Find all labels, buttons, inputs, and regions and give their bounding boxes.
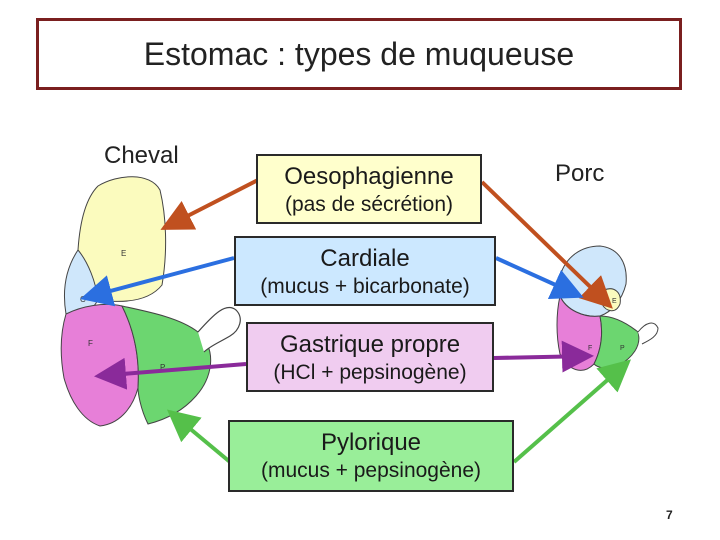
mucosa-detail: (mucus + bicarbonate): [260, 275, 470, 298]
horse-letter-f: F: [88, 339, 93, 348]
arrow-pylorique-porc: [512, 359, 632, 464]
title-box: Estomac : types de muqueuse: [36, 18, 682, 90]
horse-duodenum: [197, 306, 241, 353]
horse-letter-p: P: [160, 363, 165, 372]
horse-letter-e: E: [121, 249, 126, 258]
pig-letter-e: E: [612, 298, 617, 305]
arrow-cardiale-porc: [495, 256, 584, 300]
pig-duodenum: [637, 322, 659, 345]
box-gastrique-propre: Gastrique propre (HCl + pepsinogène): [246, 322, 494, 392]
box-pylorique: Pylorique (mucus + pepsinogène): [228, 420, 514, 492]
mucosa-detail: (mucus + pepsinogène): [260, 459, 482, 482]
label-cheval: Cheval: [104, 142, 179, 169]
mucosa-name: Pylorique: [320, 429, 422, 456]
box-oesophagienne: Oesophagienne (pas de sécrétion): [256, 154, 482, 224]
arrow-gastrique-porc: [493, 340, 594, 373]
page-title: Estomac : types de muqueuse: [143, 35, 575, 72]
label-porc: Porc: [555, 160, 605, 187]
horse-fundic-region: [60, 303, 139, 427]
mucosa-detail: (pas de sécrétion): [284, 193, 454, 216]
pig-pyloric-region: [593, 315, 640, 369]
mucosa-name: Cardiale: [320, 245, 410, 272]
box-cardiale: Cardiale (mucus + bicarbonate): [234, 236, 496, 306]
arrow-oesophagienne-porc: [480, 180, 613, 309]
pig-letter-p: P: [620, 345, 625, 352]
horse-oesophageal-region: [77, 176, 167, 302]
mucosa-name: Oesophagienne: [284, 163, 454, 190]
arrow-oesophagienne-cheval: [160, 178, 259, 230]
horse-stomach-illustration: E C F P: [60, 176, 241, 427]
pig-stomach-illustration: E F P: [556, 245, 659, 371]
slide-number: 7: [666, 508, 673, 522]
arrow-cardiale-cheval: [80, 256, 235, 307]
arrow-pylorique-cheval: [166, 409, 232, 464]
arrow-gastrique-cheval: [94, 357, 247, 390]
pig-letter-f: F: [588, 345, 592, 352]
mucosa-name: Gastrique propre: [279, 331, 461, 358]
mucosa-detail: (HCl + pepsinogène): [273, 361, 467, 384]
